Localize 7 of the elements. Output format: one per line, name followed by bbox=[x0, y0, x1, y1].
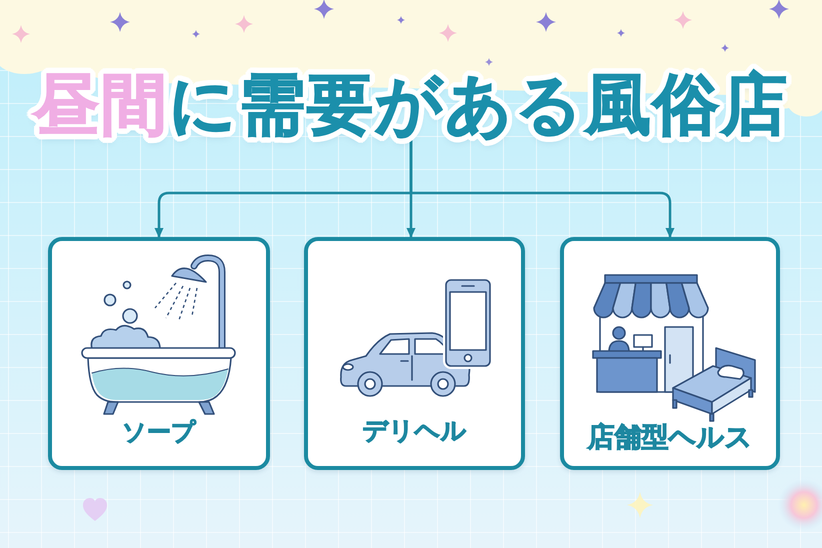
category-label: 店舗型ヘルス bbox=[588, 424, 752, 451]
category-label: ソープ bbox=[122, 420, 196, 444]
title-heading: 昼間に需要がある風俗店 bbox=[33, 72, 789, 138]
category-card bbox=[560, 237, 780, 470]
category-card bbox=[304, 237, 525, 470]
category-label: デリヘル bbox=[362, 418, 466, 443]
category-card bbox=[48, 237, 270, 470]
